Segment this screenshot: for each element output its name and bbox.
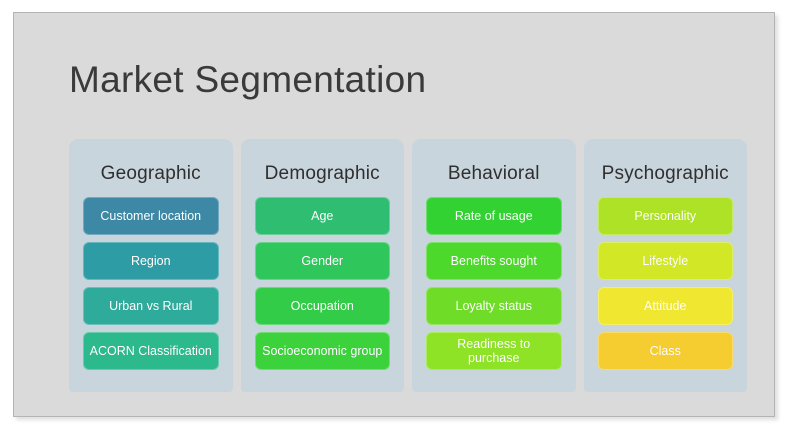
- segment-card-label: Socioeconomic group: [262, 344, 383, 358]
- segment-card-label: Rate of usage: [454, 209, 533, 223]
- segment-card[interactable]: Benefits sought: [426, 242, 562, 280]
- column-title-geographic: Geographic: [100, 163, 201, 184]
- segment-card[interactable]: Socioeconomic group: [254, 332, 390, 370]
- segment-card[interactable]: Gender: [254, 242, 390, 280]
- column-title-demographic: Demographic: [264, 163, 380, 184]
- card-list-geographic: Customer location Region Urban vs Rural …: [69, 193, 233, 370]
- segment-card[interactable]: Class: [597, 332, 733, 370]
- segment-card-label: Gender: [301, 254, 344, 268]
- segment-card-label: Benefits sought: [450, 254, 537, 268]
- segment-card[interactable]: Attitude: [597, 287, 733, 325]
- segmentation-columns: Geographic Customer location Region Urba…: [69, 139, 747, 392]
- segment-column-behavioral[interactable]: Behavioral Rate of usage Benefits sought…: [412, 139, 576, 392]
- card-list-behavioral: Rate of usage Benefits sought Loyalty st…: [412, 193, 576, 370]
- segment-card-label: Occupation: [290, 299, 354, 313]
- segment-card[interactable]: Readiness to purchase: [426, 332, 562, 370]
- segment-card-label: Readiness to purchase: [457, 337, 531, 365]
- segment-card-label: Class: [649, 344, 681, 358]
- segment-card[interactable]: Loyalty status: [426, 287, 562, 325]
- segment-card[interactable]: Occupation: [254, 287, 390, 325]
- page-title: Market Segmentation: [69, 59, 427, 100]
- segment-card-label: Personality: [634, 209, 697, 223]
- segment-column-psychographic[interactable]: Psychographic Personality Lifestyle Atti…: [583, 139, 748, 392]
- segment-card-label: Loyalty status: [455, 299, 532, 313]
- segment-column-demographic[interactable]: Demographic Age Gender Occupation Socioe…: [240, 139, 405, 392]
- segment-card-label: Customer location: [100, 209, 202, 223]
- segment-column-geographic[interactable]: Geographic Customer location Region Urba…: [69, 139, 233, 392]
- segment-card-label: Age: [311, 209, 334, 223]
- card-list-psychographic: Personality Lifestyle Attitude Class: [584, 193, 748, 370]
- segment-card[interactable]: Age: [254, 197, 390, 235]
- segment-card-label: Region: [130, 254, 171, 268]
- column-title-behavioral: Behavioral: [447, 163, 540, 184]
- card-list-demographic: Age Gender Occupation Socioeconomic grou…: [241, 193, 405, 370]
- segment-card[interactable]: Lifestyle: [597, 242, 733, 280]
- segment-card-label: ACORN Classification: [89, 344, 212, 358]
- segment-card[interactable]: Personality: [597, 197, 733, 235]
- segment-card[interactable]: Urban vs Rural: [83, 287, 219, 325]
- segment-card[interactable]: ACORN Classification: [83, 332, 219, 370]
- segment-card[interactable]: Customer location: [83, 197, 219, 235]
- segment-card[interactable]: Rate of usage: [426, 197, 562, 235]
- slide-frame: Market Segmentation Geographic Customer …: [13, 12, 775, 417]
- segment-card[interactable]: Region: [83, 242, 219, 280]
- segment-card-label: Lifestyle: [642, 254, 689, 268]
- segment-card-label: Attitude: [644, 299, 687, 313]
- segment-card-label: Urban vs Rural: [109, 299, 193, 313]
- column-title-psychographic: Psychographic: [601, 163, 729, 184]
